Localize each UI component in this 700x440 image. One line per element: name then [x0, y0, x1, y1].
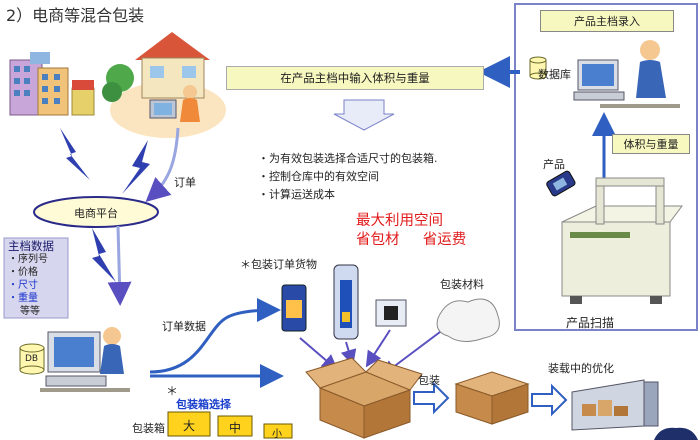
- scan-label: 产品扫描: [566, 314, 614, 331]
- platform-to-db-line: [118, 226, 120, 300]
- closed-box-icon: [456, 372, 528, 424]
- box-select-label: 包装箱选择: [176, 396, 231, 412]
- bullet-list: ・为有效包装选择合适尺寸的包装箱. ・控制仓库中的有效空间 ・计算运送成本: [258, 150, 438, 204]
- database-label: 数据库: [538, 66, 571, 82]
- operator-computer-icon: [40, 327, 130, 392]
- banner: 在产品主档中输入体积与重量: [226, 66, 484, 90]
- bolt-icon: [60, 128, 90, 180]
- master-data-item: ・序列号: [8, 253, 54, 266]
- bullet-item: ・为有效包装选择合适尺寸的包装箱.: [258, 150, 438, 168]
- banner-text: 在产品主档中输入体积与重量: [280, 70, 430, 86]
- master-data-panel: 主档数据 ・序列号 ・价格 ・尺寸 ・重量 等等: [8, 240, 54, 318]
- banner-down-arrow: [334, 100, 394, 130]
- bolt-icon: [122, 140, 150, 194]
- corner-decoration: [654, 428, 698, 440]
- home-shopper-icon: [102, 32, 226, 138]
- page-title: 2）电商等混合包装: [6, 2, 144, 26]
- box-label: 包装箱: [132, 420, 165, 436]
- size-large-label: 大: [183, 417, 195, 434]
- order-label: 订单: [174, 174, 196, 190]
- master-data-item: ・价格: [8, 266, 54, 279]
- master-data-item: 等等: [8, 305, 54, 318]
- materials-label: 包装材料: [440, 276, 484, 292]
- bullet-item: ・控制仓库中的有效空间: [258, 168, 438, 186]
- platform-label: 电商平台: [74, 205, 118, 221]
- bolt-icon: [92, 228, 116, 282]
- loading-arrow: [532, 386, 566, 414]
- slogan-save-material: 省包材: [356, 232, 400, 248]
- slogan: 最大利用空间 省包材 省运费: [356, 212, 466, 250]
- loading-label: 装载中的优化: [548, 360, 614, 376]
- master-data-item: ・重量: [8, 292, 54, 305]
- apartment-buildings-icon: [10, 52, 94, 115]
- open-box-icon: [306, 358, 422, 438]
- order-data-label: 订单数据: [162, 318, 206, 334]
- db-label: DB: [25, 354, 38, 364]
- pack-goods-label: ＊包装订单货物: [240, 256, 317, 272]
- pack-label: 包装: [418, 372, 440, 388]
- truck-icon: [572, 380, 658, 430]
- product-label: 产品: [543, 156, 565, 172]
- slogan-line2: 省包材 省运费: [356, 231, 466, 250]
- master-data-item: ・尺寸: [8, 279, 54, 292]
- slogan-save-freight: 省运费: [423, 232, 467, 248]
- size-small-label: 小: [272, 425, 282, 440]
- bullet-item: ・计算运送成本: [258, 186, 438, 204]
- vol-weight-box: 体积与重量: [612, 134, 690, 154]
- size-medium-label: 中: [229, 419, 241, 436]
- slogan-line1: 最大利用空间: [356, 212, 466, 231]
- vol-weight-label: 体积与重量: [624, 136, 679, 152]
- pack-arrow: [414, 384, 448, 412]
- master-data-title: 主档数据: [8, 240, 54, 253]
- right-panel-title: 产品主档录入: [574, 13, 640, 29]
- right-panel-title-box: 产品主档录入: [540, 10, 674, 32]
